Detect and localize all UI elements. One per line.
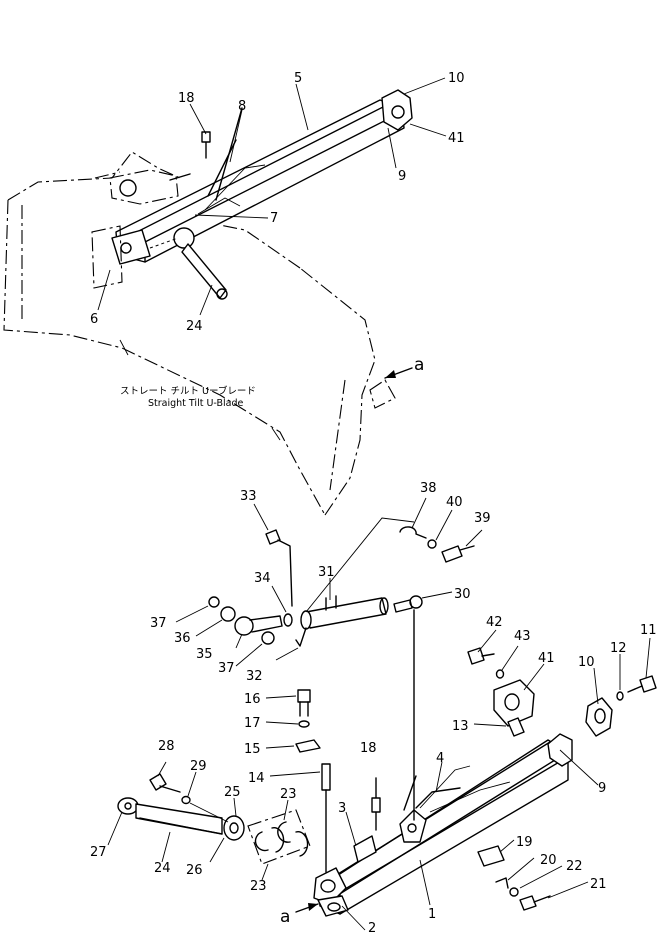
callout-32: 32 — [246, 669, 263, 684]
view-arrow-bottom: a — [280, 903, 319, 927]
housing-41-group — [467, 629, 545, 737]
callout-12: 12 — [610, 641, 627, 656]
bushing-35-group — [175, 596, 283, 667]
callout-2: 2 — [368, 921, 376, 935]
caption-japanese: ストレート チルト Uーブレード — [120, 385, 256, 397]
callout-39: 39 — [474, 511, 491, 526]
pin-31-assembly — [253, 503, 453, 821]
callout-23-upper: 23 — [280, 787, 297, 802]
callout-27: 27 — [90, 845, 107, 860]
callout-34: 34 — [254, 571, 271, 586]
callout-5: 5 — [294, 71, 302, 86]
callout-24-top: 24 — [186, 319, 203, 334]
callout-7: 7 — [270, 211, 278, 226]
callout-21: 21 — [590, 877, 607, 892]
callout-29: 29 — [190, 759, 207, 774]
callout-36: 36 — [174, 631, 191, 646]
callout-22: 22 — [566, 859, 583, 874]
top-brace-arm — [91, 77, 447, 316]
cylinder-24-bottom — [107, 797, 245, 863]
callout-30: 30 — [454, 587, 471, 602]
callout-26: 26 — [186, 863, 203, 878]
callout-43: 43 — [514, 629, 531, 644]
bottom-brace-arm — [313, 733, 599, 931]
callout-28: 28 — [158, 739, 175, 754]
view-arrow-top: a — [384, 355, 424, 379]
callout-42: 42 — [486, 615, 503, 630]
callout-18-bottom: 18 — [360, 741, 377, 756]
callout-3: 3 — [338, 801, 346, 816]
callout-9-bottom: 9 — [598, 781, 606, 796]
bolt-16-group — [265, 689, 321, 753]
callout-37-upper: 37 — [150, 616, 167, 631]
callout-11: 11 — [640, 623, 657, 638]
callout-37-lower: 37 — [218, 661, 235, 676]
blade-caption: ストレート チルト Uーブレード Straight Tilt U-Blade — [120, 385, 256, 409]
snap-rings-23 — [247, 799, 311, 881]
callout-13: 13 — [452, 719, 469, 734]
clip-38-group — [399, 497, 483, 563]
callout-35: 35 — [196, 647, 213, 662]
callout-38: 38 — [420, 481, 437, 496]
callout-41-bottom: 41 — [538, 651, 555, 666]
callout-15: 15 — [244, 742, 261, 757]
callout-labels: 5 10 41 9 18 8 7 6 24 33 38 40 39 31 34 … — [90, 71, 657, 935]
callout-14: 14 — [248, 771, 265, 786]
view-marker-bottom: a — [280, 907, 290, 927]
callout-4: 4 — [436, 751, 444, 766]
callout-20: 20 — [540, 853, 557, 868]
callout-33: 33 — [240, 489, 257, 504]
callout-9-top: 9 — [398, 169, 406, 184]
callout-8: 8 — [238, 99, 246, 114]
pin-19-group — [477, 839, 589, 911]
callout-40: 40 — [446, 495, 463, 510]
callout-10-top: 10 — [448, 71, 465, 86]
pin-14 — [269, 763, 331, 873]
callout-6: 6 — [90, 312, 98, 327]
callout-18-top: 18 — [178, 91, 195, 106]
callout-41-top: 41 — [448, 131, 465, 146]
callout-1: 1 — [428, 907, 436, 922]
blade-outline — [3, 151, 396, 516]
callout-10-bottom: 10 — [578, 655, 595, 670]
callout-17: 17 — [244, 716, 261, 731]
callout-24-bottom: 24 — [154, 861, 171, 876]
callout-23-lower: 23 — [250, 879, 267, 894]
view-marker-top: a — [414, 355, 424, 375]
bolt-28-washer-29 — [149, 761, 229, 823]
callout-19: 19 — [516, 835, 533, 850]
callout-25: 25 — [224, 785, 241, 800]
cap-10-group — [585, 637, 657, 737]
callout-31: 31 — [318, 565, 335, 580]
callout-16: 16 — [244, 692, 261, 707]
caption-english: Straight Tilt U-Blade — [148, 398, 244, 409]
